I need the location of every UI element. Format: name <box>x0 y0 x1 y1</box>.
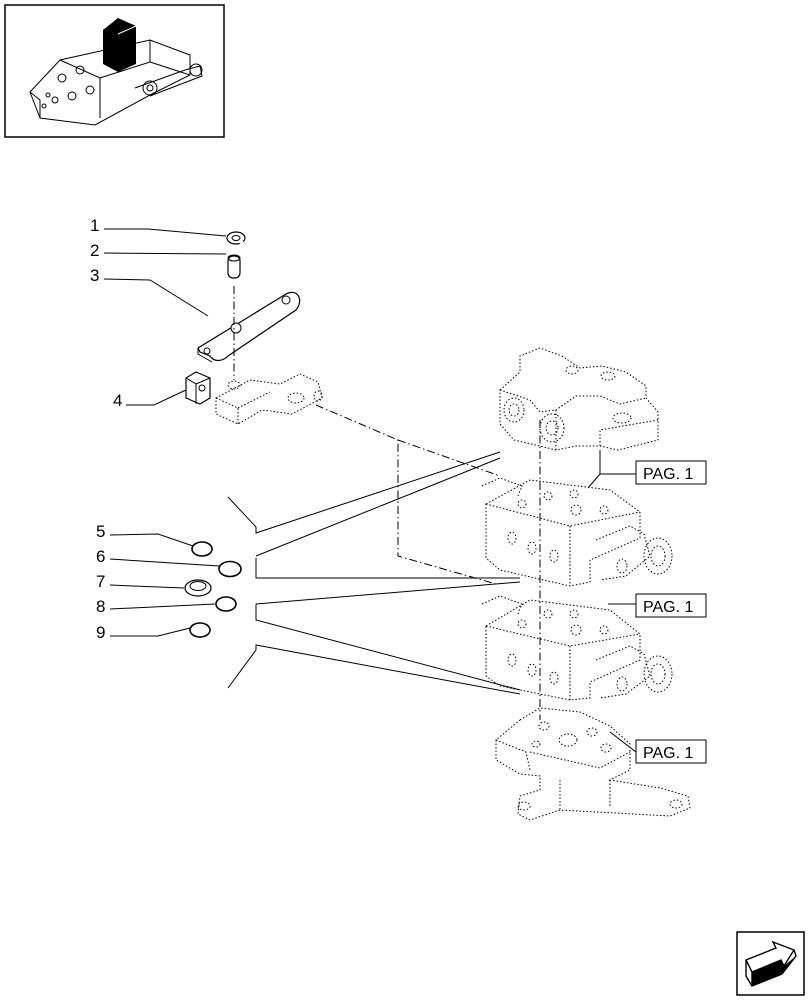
callout-number-8: 8 <box>96 597 105 616</box>
callout-1: 1 <box>90 216 227 237</box>
next-page-arrow-icon[interactable] <box>736 931 805 996</box>
callout-8: 8 <box>96 597 216 616</box>
callout-number-4: 4 <box>113 391 122 410</box>
callout-7: 7 <box>96 572 185 591</box>
callout-3: 3 <box>90 266 209 317</box>
part-3-lever <box>197 286 301 380</box>
callout-9: 9 <box>96 623 191 642</box>
control-valve-section-2 <box>481 595 673 701</box>
callout-6: 6 <box>96 547 220 567</box>
control-valve-section-1 <box>481 477 673 587</box>
callout-number-6: 6 <box>96 547 105 566</box>
part-9-o-ring <box>189 622 211 638</box>
callout-5: 5 <box>96 522 194 547</box>
thumbnail-frame <box>4 4 225 138</box>
callout-number-1: 1 <box>90 216 99 235</box>
part-4-block <box>185 371 211 405</box>
callout-2: 2 <box>90 241 227 260</box>
lift-housing-thumbnail-icon <box>29 18 203 126</box>
linkage-arm <box>215 373 323 425</box>
callout-number-5: 5 <box>96 522 105 541</box>
base-bracket <box>495 707 691 821</box>
page-ref-3-label[interactable]: PAG. 1 <box>643 745 693 762</box>
callout-number-7: 7 <box>96 572 105 591</box>
page-ref-2-label[interactable]: PAG. 1 <box>643 599 693 616</box>
part-8-o-ring <box>215 596 237 612</box>
top-valve-cover <box>499 347 659 451</box>
callout-number-3: 3 <box>90 266 99 285</box>
callout-4: 4 <box>113 389 187 410</box>
page-ref-1-label[interactable]: PAG. 1 <box>643 466 693 483</box>
callout-number-9: 9 <box>96 623 105 642</box>
part-2-pin <box>227 254 241 279</box>
part-7-seal-ring <box>184 579 212 597</box>
part-5-o-ring <box>191 541 213 557</box>
part-1-circlip <box>226 231 246 246</box>
part-6-o-ring <box>218 560 242 578</box>
assembly-centerlines <box>315 404 541 720</box>
page-ref-2[interactable]: PAG. 1 <box>608 593 707 618</box>
page-ref-1[interactable]: PAG. 1 <box>587 450 707 489</box>
ring-guide-lines <box>227 451 521 695</box>
callout-number-2: 2 <box>90 241 99 260</box>
page-ref-3[interactable]: PAG. 1 <box>609 731 707 764</box>
